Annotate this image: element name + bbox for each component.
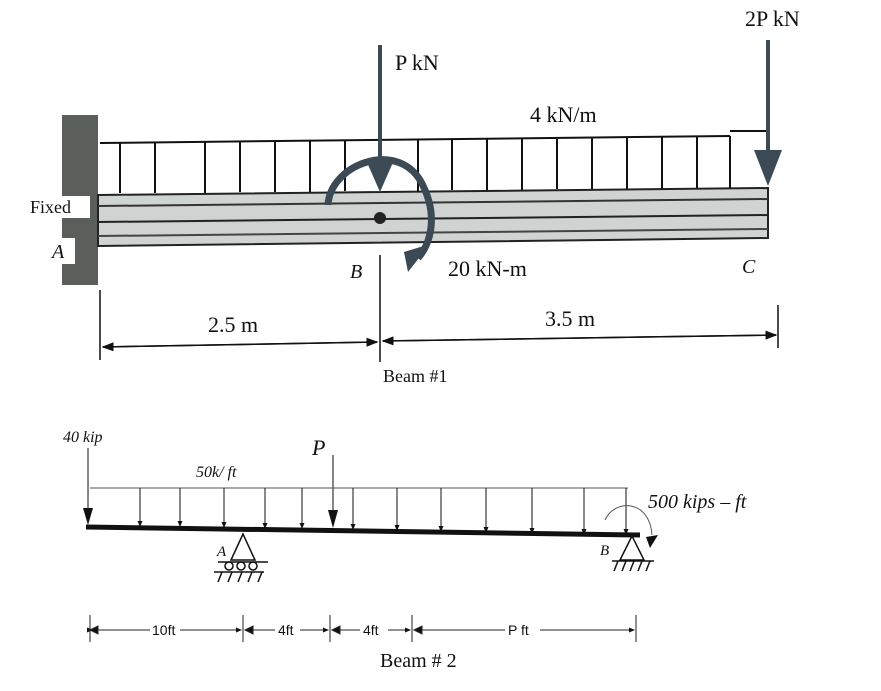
- dim-label-2: 4ft: [278, 622, 294, 638]
- distributed-load-label: 50k/ ft: [196, 464, 237, 481]
- fixed-label: Fixed: [30, 197, 71, 217]
- point-b-label: B: [350, 261, 362, 283]
- moment-arrow-20kn: [324, 156, 435, 272]
- point-load-p-label: P: [311, 435, 325, 460]
- point-load-p-arrow: [328, 455, 338, 528]
- dim-ab-label: 2.5 m: [208, 312, 258, 337]
- point-b-dot: [374, 212, 386, 224]
- support-b-label: B: [600, 543, 609, 559]
- distributed-load-4kn: [99, 130, 768, 193]
- beam-2: 40 kip 50k/ ft P: [63, 429, 747, 672]
- beam-1: Fixed A 4 kN/m P kN: [0, 6, 800, 386]
- moment-label: 500 kips – ft: [648, 491, 747, 513]
- distributed-load-label: 4 kN/m: [530, 102, 597, 127]
- dim-label-3: 4ft: [363, 622, 379, 638]
- support-a-label: A: [216, 544, 227, 560]
- load-p-label: P kN: [395, 50, 439, 75]
- load-2p-arrow: [754, 40, 782, 186]
- beam-2-body: [85, 524, 641, 538]
- support-a-roller: [214, 532, 268, 583]
- dim-label-1: 10ft: [152, 622, 175, 638]
- load-2p-label: 2P kN: [745, 6, 800, 31]
- dim-bc-label: 3.5 m: [545, 306, 595, 331]
- beam-2-title: Beam # 2: [380, 650, 457, 672]
- distributed-load-50k: [90, 487, 629, 535]
- point-load-40kip-arrow: [83, 448, 93, 525]
- dimension-line-beam1: [99, 255, 779, 362]
- moment-arrow-500: [604, 505, 658, 548]
- moment-label: 20 kN-m: [448, 256, 527, 281]
- dim-label-4: P ft: [508, 622, 529, 638]
- point-c-label: C: [742, 256, 756, 278]
- beam-1-title: Beam #1: [383, 366, 448, 386]
- point-load-40kip-label: 40 kip: [63, 429, 103, 446]
- dimension-line-beam2: [87, 615, 637, 642]
- support-b-pin: [612, 534, 654, 572]
- point-a-label: A: [50, 241, 65, 263]
- load-p-arrow: [366, 45, 394, 192]
